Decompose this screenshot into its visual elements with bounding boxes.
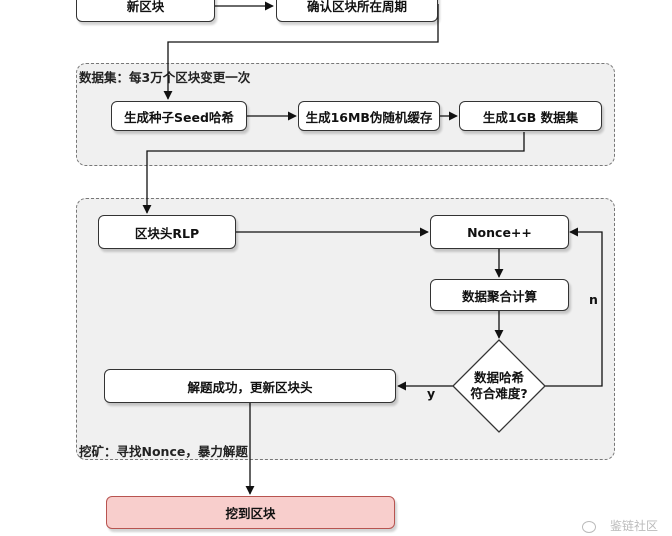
node-new-block: 新区块 <box>76 0 215 22</box>
watermark-text: 鉴链社区 <box>609 519 658 533</box>
edge-confirm-to-seed <box>163 4 439 100</box>
mining-group-label: 挖矿：寻找Nonce，暴力解题 <box>79 444 248 459</box>
edge-decision-no-loop <box>545 227 603 387</box>
edge-dataset-to-rlp <box>142 132 525 214</box>
decision-label: 数据哈希 符合难度? <box>459 370 539 402</box>
node-solved-update-header: 解题成功，更新区块头 <box>104 369 396 403</box>
decision-diamond <box>452 339 546 433</box>
watermark: 鉴链社区 <box>581 517 658 534</box>
edge-label-no: n <box>589 292 598 307</box>
node-confirm-epoch: 确认区块所在周期 <box>276 0 438 22</box>
wechat-icon <box>581 520 596 533</box>
node-nonce-increment: Nonce++ <box>430 215 569 249</box>
node-16mb-cache: 生成16MB伪随机缓存 <box>298 101 440 131</box>
node-header-rlp: 区块头RLP <box>98 215 236 249</box>
node-data-aggregate: 数据聚合计算 <box>430 279 569 311</box>
node-seed-hash: 生成种子Seed哈希 <box>111 101 247 131</box>
decision-label-line1: 数据哈希 <box>473 370 524 385</box>
edge-label-yes: y <box>427 386 436 401</box>
node-1gb-dataset: 生成1GB 数据集 <box>459 101 602 131</box>
node-block-mined: 挖到区块 <box>106 496 395 529</box>
dataset-group-label: 数据集：每3万个区块变更一次 <box>79 70 251 85</box>
decision-label-line2: 符合难度? <box>470 386 528 401</box>
